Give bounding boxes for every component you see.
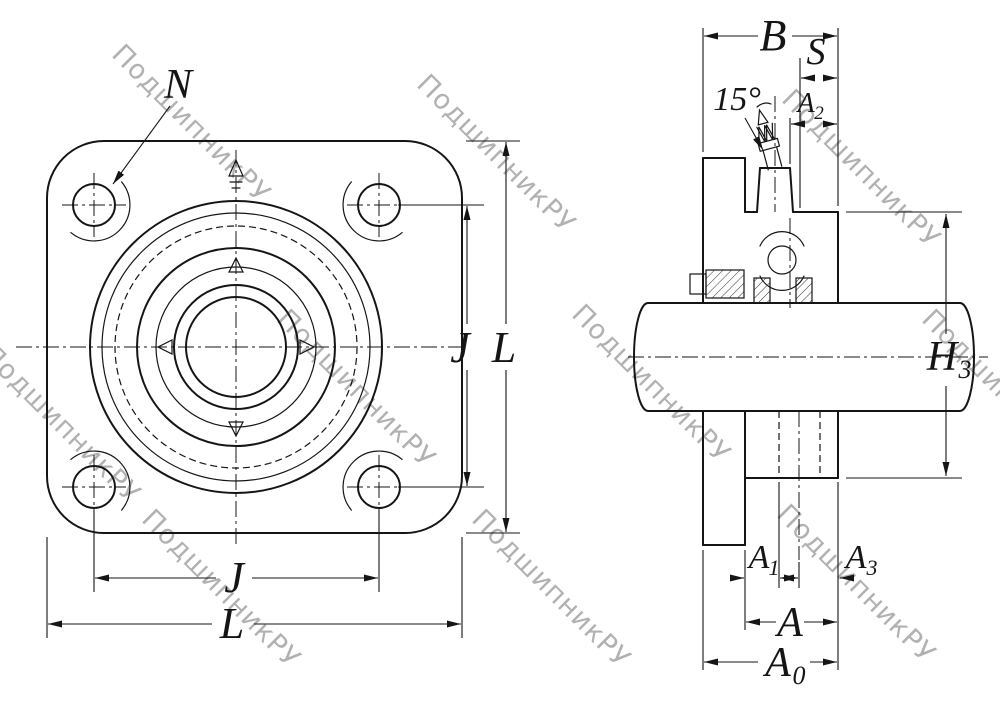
grease-fitting-front [228, 158, 244, 189]
dim-b: B [702, 11, 839, 206]
bearing-section [689, 218, 813, 308]
flange-outline [46, 140, 463, 534]
watermark-text: ПодшипникРУ [916, 304, 1000, 475]
label-a2: A [795, 88, 815, 119]
ring-slot-marks [156, 256, 316, 438]
label-s: S [807, 31, 826, 73]
watermark-text: ПодшипникРУ [411, 69, 582, 240]
dim-l-bottom: L [46, 537, 463, 648]
label-a2-sub: 2 [814, 103, 824, 124]
front-view: N J L J [16, 62, 520, 648]
dim-j-side: J [398, 204, 484, 488]
flange-section [702, 157, 839, 560]
watermark-text: ПодшипникРУ [136, 504, 307, 675]
corner-boss-arc [70, 450, 131, 511]
label-j-side: J [450, 323, 472, 372]
dim-hole-dia: N [112, 62, 194, 185]
dim-h3: H 3 [846, 211, 972, 479]
corner-boss-arc [342, 450, 403, 511]
dim-a3: A 3 [784, 539, 878, 582]
corner-boss-arc [342, 181, 403, 242]
inner-ring-right [795, 277, 813, 304]
label-n: N [163, 62, 194, 108]
label-angle: 15° [713, 81, 761, 118]
label-h3-sub: 3 [958, 355, 972, 384]
dim-l-side: L [466, 140, 520, 534]
label-j-bottom: J [224, 553, 246, 602]
label-l-bottom: L [219, 599, 244, 648]
bearing-ball [767, 245, 797, 275]
bottom-extension-lines [702, 482, 839, 670]
label-l-side: L [491, 323, 516, 372]
set-screw-head [689, 273, 707, 295]
set-screw [705, 269, 745, 299]
label-a3: A [844, 539, 867, 576]
bolt-hole-bottom-left [62, 455, 126, 519]
label-a0-sub: 0 [793, 661, 806, 690]
housing-circles [89, 200, 383, 494]
corner-boss-arc [70, 181, 131, 242]
label-h3: H [926, 334, 960, 380]
inner-ring-left [753, 277, 771, 304]
dim-a2: A 2 [789, 88, 837, 164]
label-a3-sub: 3 [866, 555, 878, 580]
side-view: B S A 2 15° H 3 [628, 11, 988, 690]
watermark-text: ПодшипникРУ [466, 504, 637, 675]
dim-s: S [799, 31, 837, 208]
label-a: A [774, 600, 803, 646]
bolt-hole-top-left [62, 173, 126, 237]
dim-a: A [746, 600, 837, 646]
label-a1-sub: 1 [769, 555, 780, 580]
dim-nipple-angle: 15° [713, 81, 772, 151]
dim-j-bottom: J [93, 510, 380, 602]
label-a1: A [747, 539, 770, 576]
label-a0: A [762, 640, 791, 686]
dim-a0: A 0 [704, 640, 837, 690]
label-b: B [760, 11, 787, 60]
watermark-text: ПодшипникРУ [566, 299, 737, 470]
